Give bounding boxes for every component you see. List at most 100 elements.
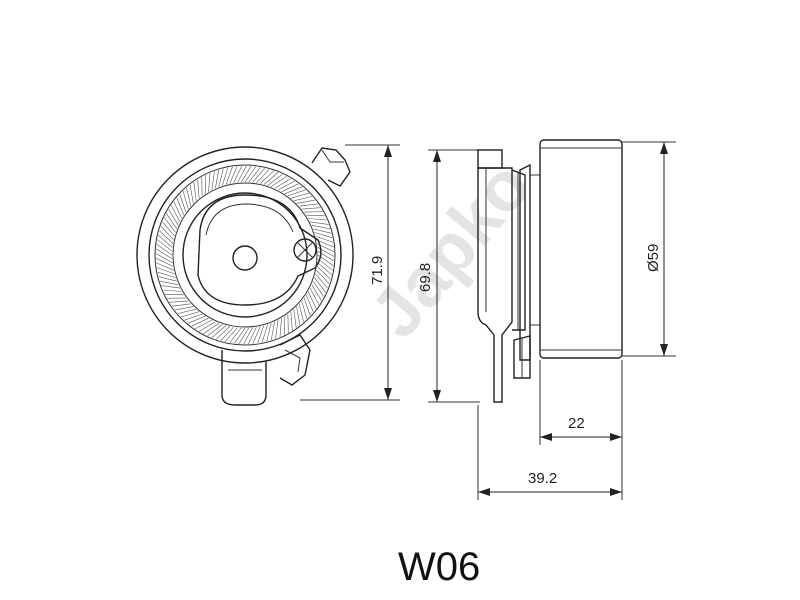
- hatch-line: [317, 258, 333, 271]
- hatch-line: [259, 170, 275, 184]
- hatch-line: [261, 324, 268, 343]
- hatch-line: [290, 192, 309, 199]
- hatch-line: [197, 179, 200, 199]
- hatch-line: [298, 303, 304, 323]
- front-view: [136, 146, 354, 406]
- hatch-line: [314, 277, 326, 293]
- hatch-line: [203, 322, 219, 334]
- hatch-line: [156, 248, 173, 260]
- hatch-line: [199, 321, 216, 332]
- hatch-line: [284, 186, 303, 195]
- hatch-line: [187, 315, 206, 324]
- hatch-line: [222, 167, 229, 186]
- hatch-line: [169, 300, 189, 303]
- hatch-line: [271, 176, 287, 188]
- hatch-line: [189, 184, 194, 204]
- hatch-line: [270, 321, 275, 341]
- hatch-line: [207, 324, 223, 336]
- hatch-line: [274, 178, 291, 189]
- hatch-line: [315, 273, 328, 289]
- hatch-line: [193, 182, 197, 201]
- hatch-line: [173, 201, 183, 219]
- hatch-line: [293, 196, 313, 202]
- hatch-line: [311, 284, 322, 301]
- hatch-line: [296, 199, 316, 204]
- hatch-line: [234, 327, 246, 344]
- hatch-line: [156, 262, 174, 271]
- hatch-line: [176, 197, 185, 216]
- hatch-line: [309, 287, 320, 305]
- hatch-line: [163, 289, 182, 292]
- hatch-line: [283, 316, 286, 335]
- hatch-line: [215, 326, 231, 340]
- hatch-line: [293, 309, 297, 328]
- hatch-line: [243, 327, 253, 345]
- hatch-line: [159, 230, 174, 244]
- hatch-line: [313, 228, 332, 234]
- hatch-line: [224, 327, 238, 342]
- hatch-line: [229, 166, 238, 184]
- hatch-line: [299, 203, 318, 207]
- dimension-69-8: 69.8: [417, 149, 480, 403]
- hatch-line: [191, 317, 209, 327]
- hatch-line: [225, 166, 233, 185]
- hatch-line: [307, 291, 317, 309]
- hatch-line: [195, 319, 213, 330]
- hatch-line: [170, 205, 181, 223]
- hatch-line: [165, 293, 184, 296]
- hatch-line: [256, 169, 270, 184]
- hatch-line: [233, 165, 242, 184]
- dimension-diameter-59: Ø59: [622, 141, 676, 357]
- hatch-line: [315, 235, 334, 243]
- hatch-line: [248, 167, 261, 183]
- hatch-line: [309, 221, 329, 225]
- hatch-line: [162, 221, 175, 237]
- hatch-line: [220, 326, 234, 341]
- dimension-22: 22: [539, 360, 623, 445]
- hatch-line: [267, 174, 283, 186]
- dimension-label: 22: [568, 415, 585, 432]
- hatch-line: [164, 217, 176, 233]
- dimension-label: Ø59: [645, 244, 662, 272]
- watermark: Japko: [355, 147, 545, 352]
- dimension-label: 69.8: [417, 263, 434, 292]
- hatch-line: [218, 168, 224, 187]
- hatch-line: [237, 165, 247, 183]
- hatch-line: [240, 166, 252, 183]
- hatch-line: [306, 214, 325, 217]
- hatch-line: [172, 303, 191, 307]
- hatch-line: [174, 306, 194, 311]
- hatch-line: [263, 172, 279, 185]
- hatch-line: [301, 207, 321, 210]
- hatch-line: [229, 327, 242, 343]
- hatch-line: [287, 189, 306, 197]
- hatch-line: [211, 325, 227, 338]
- hatch-line: [208, 173, 211, 192]
- hatch-line: [177, 308, 197, 314]
- hatch-line: [303, 297, 311, 316]
- hatch-line: [308, 218, 327, 221]
- hatch-line: [316, 269, 330, 285]
- hatch-line: [281, 183, 299, 193]
- pulley-ring-hatch: [154, 164, 336, 346]
- hatch-line: [316, 239, 334, 248]
- hatch-line: [158, 234, 173, 248]
- hatch-line: [155, 253, 173, 263]
- hatch-line: [248, 326, 257, 345]
- hatch-line: [159, 280, 179, 285]
- hatch-line: [211, 171, 215, 191]
- hatch-line: [314, 232, 333, 239]
- hatch-line: [317, 262, 332, 276]
- hatch-line: [279, 318, 282, 337]
- hatch-line: [311, 225, 331, 230]
- hatch-line: [156, 244, 173, 256]
- hatch-line: [305, 294, 314, 313]
- hatch-line: [155, 258, 174, 267]
- hatch-line: [252, 168, 266, 183]
- hatch-line: [168, 209, 179, 226]
- hatch-line: [257, 325, 265, 344]
- hatch-line: [296, 306, 301, 326]
- hatch-line: [161, 285, 181, 289]
- hatch-line: [158, 276, 177, 282]
